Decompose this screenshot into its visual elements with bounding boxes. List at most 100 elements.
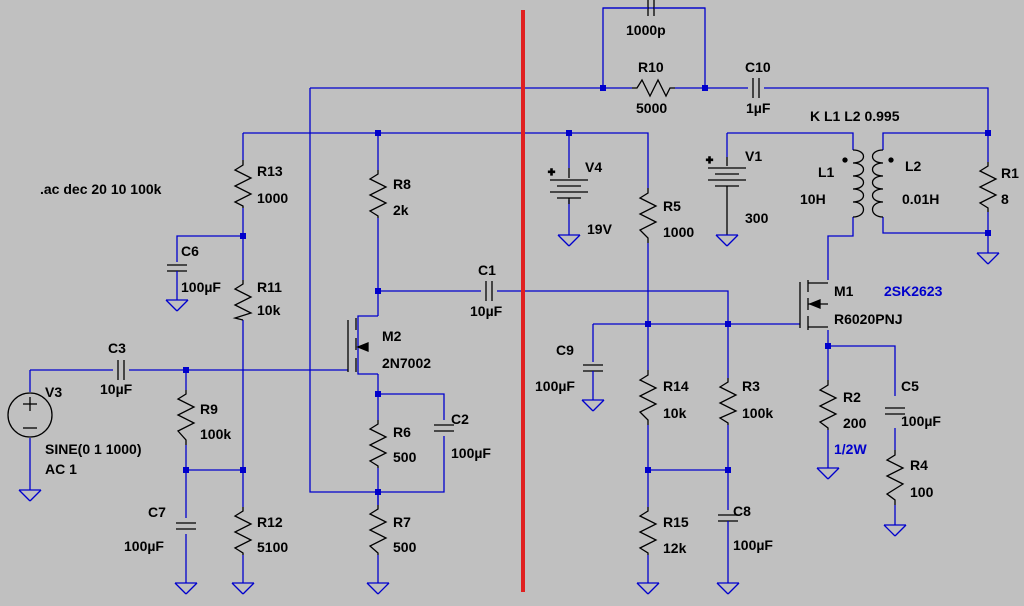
v1-value-label: 300 bbox=[745, 210, 769, 226]
l1-value-label: 10H bbox=[800, 191, 826, 207]
m2-name-label: M2 bbox=[382, 328, 402, 344]
r9-name-label: R9 bbox=[200, 401, 218, 417]
cfb-value-label: 1000p bbox=[626, 22, 666, 38]
resistor-r12 bbox=[233, 507, 253, 555]
r3-name-label: R3 bbox=[742, 378, 760, 394]
r12-value-label: 5100 bbox=[257, 539, 288, 555]
capacitor-c9 bbox=[582, 364, 604, 372]
inductor-l2 bbox=[871, 149, 884, 218]
wires bbox=[29, 7, 989, 583]
r5-value-label: 1000 bbox=[663, 224, 694, 240]
c7-name-label: C7 bbox=[148, 504, 166, 520]
r7-value-label: 500 bbox=[393, 539, 417, 555]
r15-name-label: R15 bbox=[663, 514, 689, 530]
l1-name-label: L1 bbox=[818, 164, 835, 180]
r13-name-label: R13 bbox=[257, 163, 283, 179]
r5-name-label: R5 bbox=[663, 198, 681, 214]
r7-name-label: R7 bbox=[393, 514, 411, 530]
c9-value-label: 100µF bbox=[535, 378, 575, 394]
m2-model-label: 2N7002 bbox=[382, 355, 431, 371]
c10-value-label: 1µF bbox=[746, 100, 771, 116]
c5-name-label: C5 bbox=[901, 378, 919, 394]
resistor-r1 bbox=[978, 162, 998, 212]
c8-value-label: 100µF bbox=[733, 537, 773, 553]
capacitor-c1 bbox=[485, 280, 493, 302]
r9-value-label: 100k bbox=[200, 426, 231, 442]
l2-value-label: 0.01H bbox=[902, 191, 939, 207]
labels: .ac dec 20 10 100k K L1 L2 0.995 1000p R… bbox=[40, 22, 1019, 556]
c2-value-label: 100µF bbox=[451, 445, 491, 461]
l2-name-label: L2 bbox=[905, 158, 922, 174]
capacitor-c7 bbox=[175, 522, 197, 530]
r1-value-label: 8 bbox=[1001, 191, 1009, 207]
r12-name-label: R12 bbox=[257, 514, 283, 530]
c7-value-label: 100µF bbox=[124, 538, 164, 554]
inductors bbox=[842, 149, 894, 218]
r2-name-label: R2 bbox=[843, 389, 861, 405]
r4-name-label: R4 bbox=[910, 457, 928, 473]
resistor-r10 bbox=[632, 78, 675, 98]
r1-name-label: R1 bbox=[1001, 165, 1019, 181]
mosfets bbox=[347, 280, 828, 372]
resistors bbox=[176, 78, 998, 555]
c5-value-label: 100µF bbox=[901, 413, 941, 429]
resistor-r9 bbox=[176, 390, 196, 445]
capacitor-c3 bbox=[117, 359, 125, 381]
v4-value-label: 19V bbox=[587, 221, 613, 237]
r13-value-label: 1000 bbox=[257, 190, 288, 206]
c10-name-label: C10 bbox=[745, 59, 771, 75]
capacitor-c10 bbox=[752, 77, 760, 99]
r2-note-label: 1/2W bbox=[834, 441, 867, 457]
junctions bbox=[183, 85, 991, 495]
m1-part-label: 2SK2623 bbox=[884, 283, 943, 299]
c9-name-label: C9 bbox=[556, 342, 574, 358]
v3-value-label: SINE(0 1 1000) bbox=[45, 441, 142, 457]
r10-value-label: 5000 bbox=[636, 100, 667, 116]
coupling-text: K L1 L2 0.995 bbox=[810, 108, 900, 124]
v3-name-label: V3 bbox=[45, 384, 62, 400]
v3-ac-label: AC 1 bbox=[45, 461, 77, 477]
r6-name-label: R6 bbox=[393, 424, 411, 440]
m1-name-label: M1 bbox=[834, 283, 854, 299]
r3-value-label: 100k bbox=[742, 405, 773, 421]
c2-name-label: C2 bbox=[451, 411, 469, 427]
resistor-r8 bbox=[368, 170, 388, 218]
r2-value-label: 200 bbox=[843, 415, 867, 431]
label-text-label: + bbox=[706, 153, 713, 167]
resistor-r14 bbox=[638, 370, 658, 425]
r11-name-label: R11 bbox=[257, 279, 282, 295]
r8-value-label: 2k bbox=[393, 202, 409, 218]
c1-name-label: C1 bbox=[478, 262, 496, 278]
resistor-r11 bbox=[232, 280, 253, 321]
c6-value-label: 100µF bbox=[181, 279, 221, 295]
resistor-r3 bbox=[718, 378, 738, 425]
c6-name-label: C6 bbox=[181, 243, 199, 259]
resistor-r6 bbox=[368, 420, 388, 468]
c3-value-label: 10µF bbox=[100, 381, 133, 397]
resistor-r4 bbox=[885, 450, 905, 505]
resistor-r7 bbox=[368, 505, 388, 555]
resistor-r13 bbox=[233, 160, 253, 208]
r10-name-label: R10 bbox=[638, 59, 664, 75]
v1-name-label: V1 bbox=[745, 148, 762, 164]
resistor-r5 bbox=[638, 188, 658, 243]
c1-value-label: 10µF bbox=[470, 303, 503, 319]
inductor-l1 bbox=[852, 149, 865, 218]
resistor-r2 bbox=[818, 380, 838, 430]
r6-value-label: 500 bbox=[393, 449, 417, 465]
r15-value-label: 12k bbox=[663, 540, 687, 556]
directive-text: .ac dec 20 10 100k bbox=[40, 181, 162, 197]
r14-name-label: R14 bbox=[663, 378, 689, 394]
c3-name-label: C3 bbox=[108, 340, 126, 356]
label-text-label: + bbox=[548, 165, 555, 179]
r8-name-label: R8 bbox=[393, 176, 411, 192]
v4-name-label: V4 bbox=[585, 159, 602, 175]
r14-value-label: 10k bbox=[663, 405, 687, 421]
capacitor-c6 bbox=[166, 264, 188, 272]
m1-model-label: R6020PNJ bbox=[834, 311, 903, 327]
r4-value-label: 100 bbox=[910, 484, 934, 500]
voltage-sources: + + bbox=[7, 152, 746, 438]
capacitors bbox=[117, 0, 906, 583]
c8-name-label: C8 bbox=[733, 503, 751, 519]
